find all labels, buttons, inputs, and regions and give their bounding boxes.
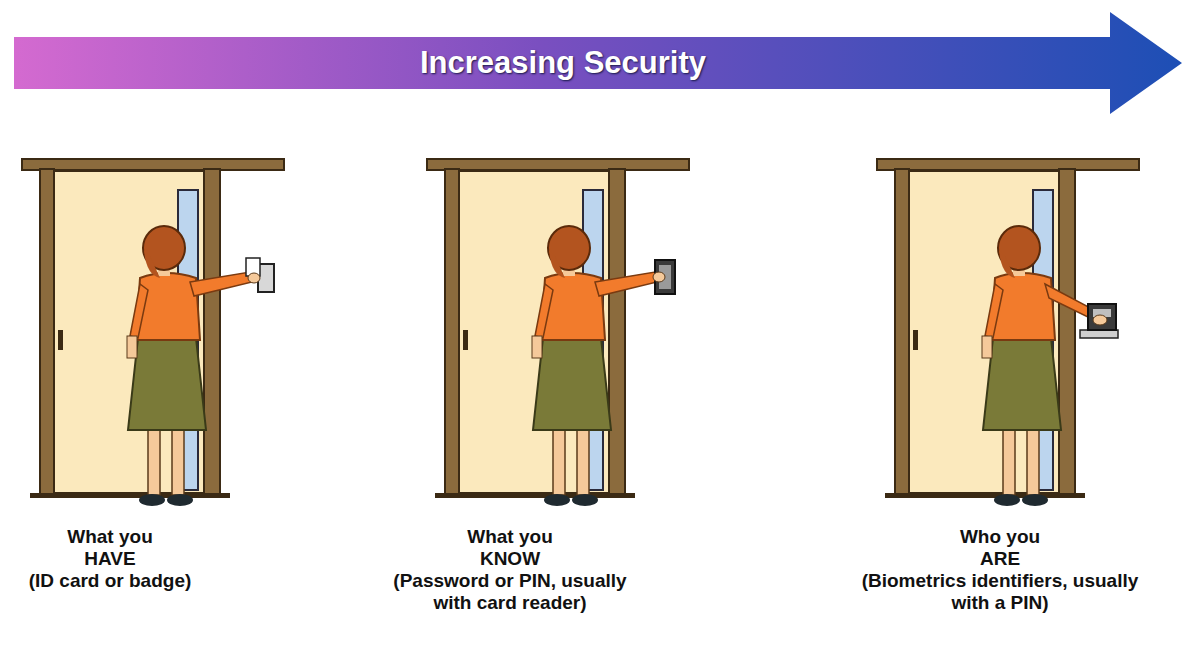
caption-detail: (Biometrics identifiers, usually with a … (855, 570, 1145, 614)
hand (1093, 315, 1107, 325)
reader-shelf (1080, 330, 1118, 338)
arrow-band: Increasing Security (14, 12, 1182, 114)
reaching-arm (190, 272, 252, 296)
arrow-body (14, 12, 1182, 114)
caption-heading: What you KNOW (463, 526, 558, 570)
caption-detail: (ID card or badge) (0, 570, 225, 592)
hand (653, 272, 665, 282)
biometric-reader (1088, 304, 1116, 330)
hand (248, 273, 260, 283)
caption-heading: What you HAVE (63, 526, 158, 570)
caption-heading: Who you ARE (953, 526, 1048, 570)
reaching-arm (595, 272, 657, 296)
band-title: Increasing Security (14, 12, 1112, 114)
caption-detail: (Password or PIN, usually with card read… (376, 570, 644, 614)
